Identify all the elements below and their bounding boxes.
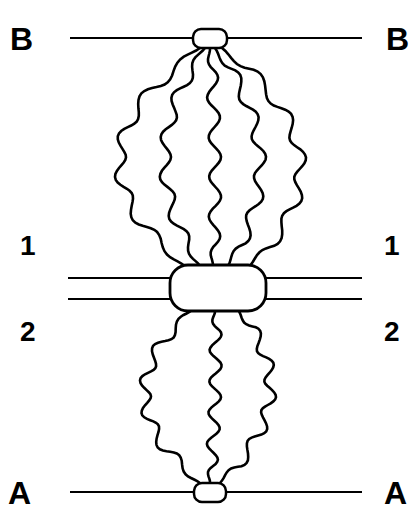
axis-label: A	[8, 477, 31, 509]
axis-label: B	[10, 23, 33, 55]
axis-label: 1	[20, 232, 36, 260]
axis-label: 2	[384, 318, 400, 346]
axis-label: 1	[384, 232, 400, 260]
top-blob	[193, 29, 227, 48]
middle-blob	[170, 265, 266, 311]
wavy-strand	[220, 310, 276, 483]
wavy-strand	[160, 48, 205, 266]
bottom-blob	[194, 483, 226, 502]
wavy-strand	[215, 48, 266, 266]
axis-label: 2	[20, 318, 36, 346]
axis-label: B	[386, 23, 409, 55]
wavy-strand	[140, 310, 200, 483]
wavy-strands	[115, 48, 306, 483]
wavy-strand	[222, 48, 306, 268]
wavy-strand	[207, 311, 222, 483]
wavy-strand	[207, 48, 221, 266]
axis-label: A	[384, 477, 407, 509]
